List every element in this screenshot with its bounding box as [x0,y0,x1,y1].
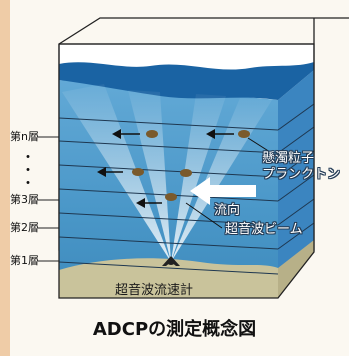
side-layer-lines [277,103,315,250]
layer-dot-3: ・ [21,176,35,192]
layer-dot-2: ・ [21,163,35,179]
diagram-caption: ADCPの測定概念図 [92,319,257,340]
water-side [278,70,314,298]
layer-label-n: 第n層 [10,130,39,143]
particles [132,130,250,201]
callout-ultrasonic-beam: 超音波ビーム [225,222,303,237]
seabed [59,258,278,298]
seabed-side [278,240,314,298]
callout-plankton: プランクトン [262,167,341,182]
water-surface [59,62,314,100]
callout-suspended-particles: 懸濁粒子 [262,151,315,166]
callout-flow-direction: 流向 [214,203,241,218]
adcp-instrument [162,256,180,266]
layer-label-2: 第2層 [10,221,39,234]
callout-current-meter: 超音波流速計 [115,283,194,298]
layer-dot-1: ・ [21,150,35,166]
layer-label-1: 第1層 [10,254,39,267]
layer-label-3: 第3層 [10,193,39,206]
side-strip [0,0,10,356]
box-outline [58,17,349,299]
flow-arrow [190,177,256,205]
layer-ticks [37,136,59,262]
velocity-arrows [97,129,234,208]
leader-lines [185,137,271,229]
